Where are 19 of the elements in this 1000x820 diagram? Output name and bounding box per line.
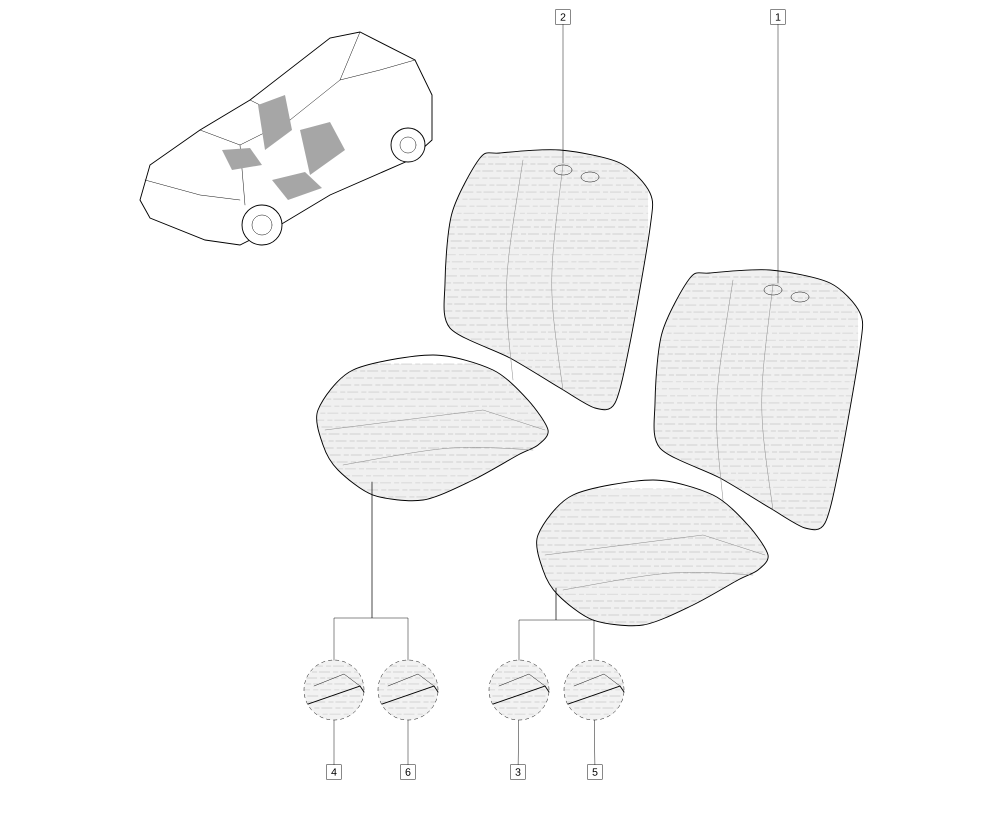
- callout-number: 1: [770, 9, 786, 25]
- leader-line: [372, 482, 408, 660]
- callout-number: 5: [587, 764, 603, 780]
- seat-back-drawing: [654, 269, 864, 530]
- detail-circle: [564, 660, 624, 720]
- leader-line: [594, 720, 596, 765]
- leader-line: [562, 24, 564, 164]
- detail-circle: [304, 660, 364, 720]
- detail-circle: [378, 660, 438, 720]
- detail-circle: [488, 660, 550, 720]
- callout-number: 3: [510, 764, 526, 780]
- callout-number: 4: [326, 764, 342, 780]
- seat-cushion-drawing: [316, 354, 549, 502]
- seat-cushion-drawing: [536, 480, 769, 626]
- callout-number: 2: [555, 9, 571, 25]
- leader-line: [556, 588, 594, 660]
- leader-line: [518, 720, 519, 765]
- seat-back-drawing: [444, 149, 654, 410]
- callout-number: 6: [400, 764, 416, 780]
